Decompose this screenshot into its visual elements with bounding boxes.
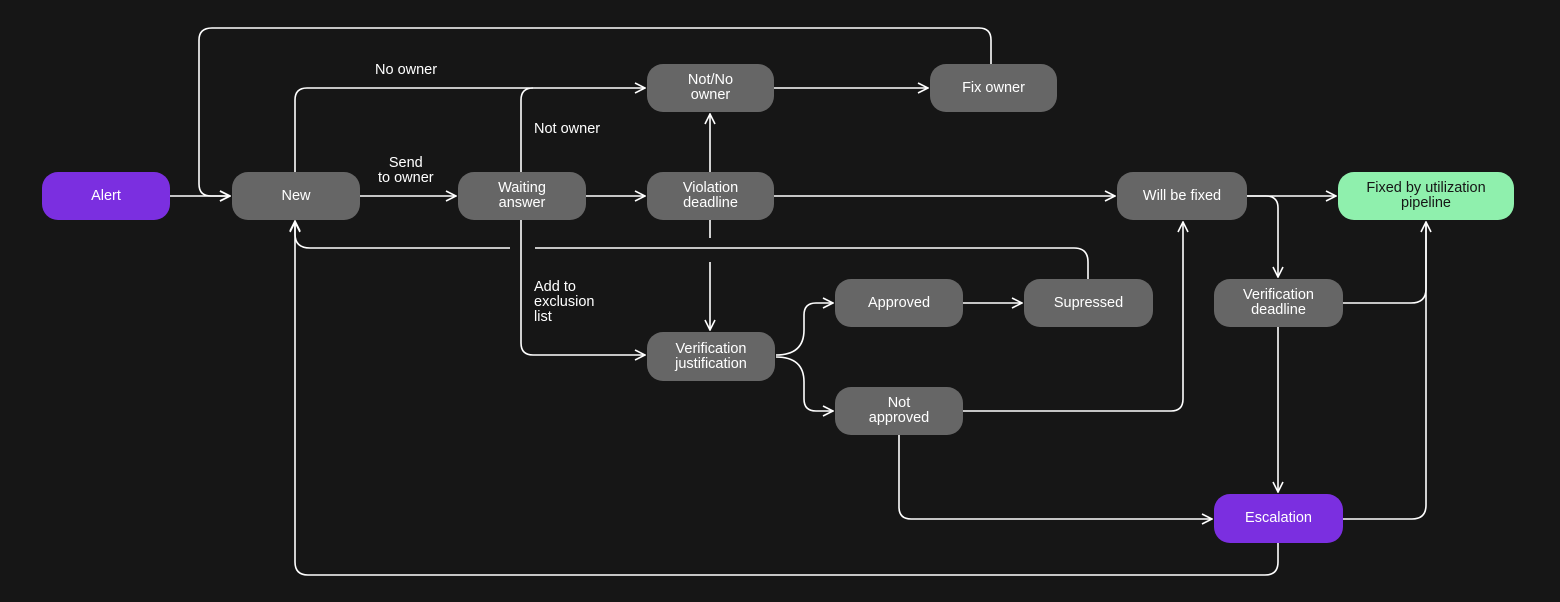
edge-waiting-not-owner [520,87,534,172]
node-not-no-owner: Not/No owner [647,64,774,112]
edge-not-approved-will-be-fixed [963,222,1183,412]
edge-label-add-to-exclusion-list: Add to exclusion list [534,279,595,325]
edge-not-approved-escalation [898,435,1212,519]
node-approved: Approved [835,279,963,327]
edge-will-be-fixed-verification-deadline [1247,195,1278,277]
edge-justification-not-approved [775,356,833,411]
node-new: New [232,172,360,220]
node-will-be-fixed: Will be fixed [1117,172,1247,220]
edge-label-no-owner: No owner [375,62,438,78]
node-fixed-by-utilization-pipeline: Fixed by utilization pipeline [1338,172,1514,220]
edge-escalation-new [295,222,1279,576]
edge-label-send-to-owner: Send to owner [378,155,434,186]
node-waiting-answer: Waiting answer [458,172,586,220]
node-alert: Alert [42,172,170,220]
node-fix-owner: Fix owner [930,64,1057,112]
node-verification-deadline: Verification deadline [1214,279,1343,327]
node-violation-deadline: Violation deadline [647,172,774,220]
node-supressed: Supressed [1024,279,1153,327]
edge-supressed-new-tail [295,221,510,249]
edge-justification-approved [775,303,833,356]
edge-fix-owner-new [198,27,992,196]
node-verification-justification: Verification justification [647,332,775,381]
edge-escalation-pipeline [1343,225,1427,520]
edge-new-not-no-owner [294,88,645,172]
node-not-approved: Not approved [835,387,963,435]
edge-verification-deadline-pipeline [1343,222,1426,304]
edge-waiting-justification [520,220,645,355]
edge-label-not-owner: Not owner [534,121,601,137]
node-escalation: Escalation [1214,494,1343,543]
edge-supressed-new [535,247,1089,279]
